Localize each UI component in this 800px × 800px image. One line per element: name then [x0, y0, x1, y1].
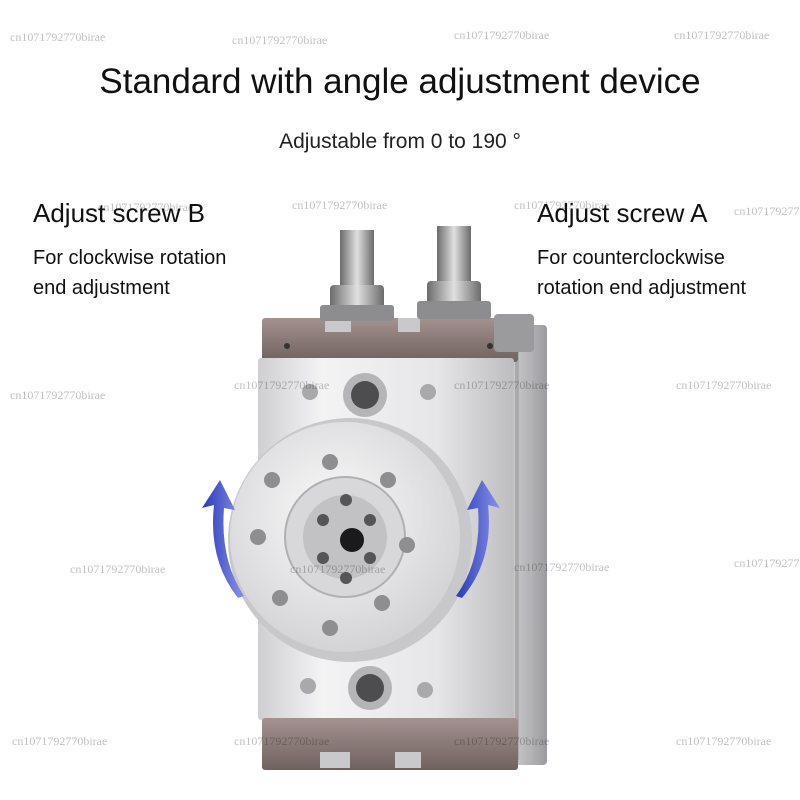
watermark: cn1071792770birae	[454, 734, 550, 748]
watermark: cn1071792770birae	[676, 378, 772, 392]
watermark: cn1071792770birae	[12, 734, 108, 748]
rotation-arrow-right-icon	[456, 480, 500, 598]
watermark: cn1071792770birae	[292, 198, 388, 212]
watermark: cn1071792770birae	[454, 378, 550, 392]
adjust-screw-b-label: Adjust screw B For clockwise rotation en…	[33, 198, 226, 303]
top-end-cap	[262, 318, 518, 362]
adjust-screw-b-heading: Adjust screw B	[33, 198, 205, 228]
adjust-screw-b-line-2: end adjustment	[33, 277, 170, 299]
adjust-screw-a-heading: Adjust screw A	[537, 198, 708, 228]
watermark: cn1071792770birae	[290, 562, 386, 576]
watermark: cn1071792770birae	[676, 734, 772, 748]
page-title: Standard with angle adjustment device	[99, 62, 701, 101]
watermark: cn1071792770birae	[234, 734, 330, 748]
fitting-b	[320, 230, 394, 321]
adjust-screw-b-line-1: For clockwise rotation	[33, 247, 227, 269]
fitting-a	[417, 226, 491, 319]
adjust-screw-a-line-2: rotation end adjustment	[537, 277, 747, 299]
adjust-screw-a-label: Adjust screw A For counterclockwise rota…	[537, 198, 746, 303]
watermark: cn1071792770birae	[514, 198, 610, 212]
watermark: cn1071792770birae	[10, 388, 106, 402]
watermark: cn1071792770birae	[98, 200, 194, 214]
adjust-screw-a-line-1: For counterclockwise	[537, 247, 725, 269]
rotary-table	[228, 418, 472, 662]
watermark: cn1071792770birae	[734, 204, 800, 218]
watermark: cn1071792770birae	[734, 556, 800, 570]
watermark: cn1071792770birae	[234, 378, 330, 392]
watermark: cn1071792770birae	[454, 28, 550, 42]
watermark: cn1071792770birae	[70, 562, 166, 576]
watermark: cn1071792770birae	[232, 33, 328, 47]
watermark: cn1071792770birae	[674, 28, 770, 42]
watermark: cn1071792770birae	[514, 560, 610, 574]
page-subtitle: Adjustable from 0 to 190 °	[279, 130, 521, 153]
watermark: cn1071792770birae	[10, 30, 106, 44]
rotation-arrow-left-icon	[202, 480, 244, 598]
